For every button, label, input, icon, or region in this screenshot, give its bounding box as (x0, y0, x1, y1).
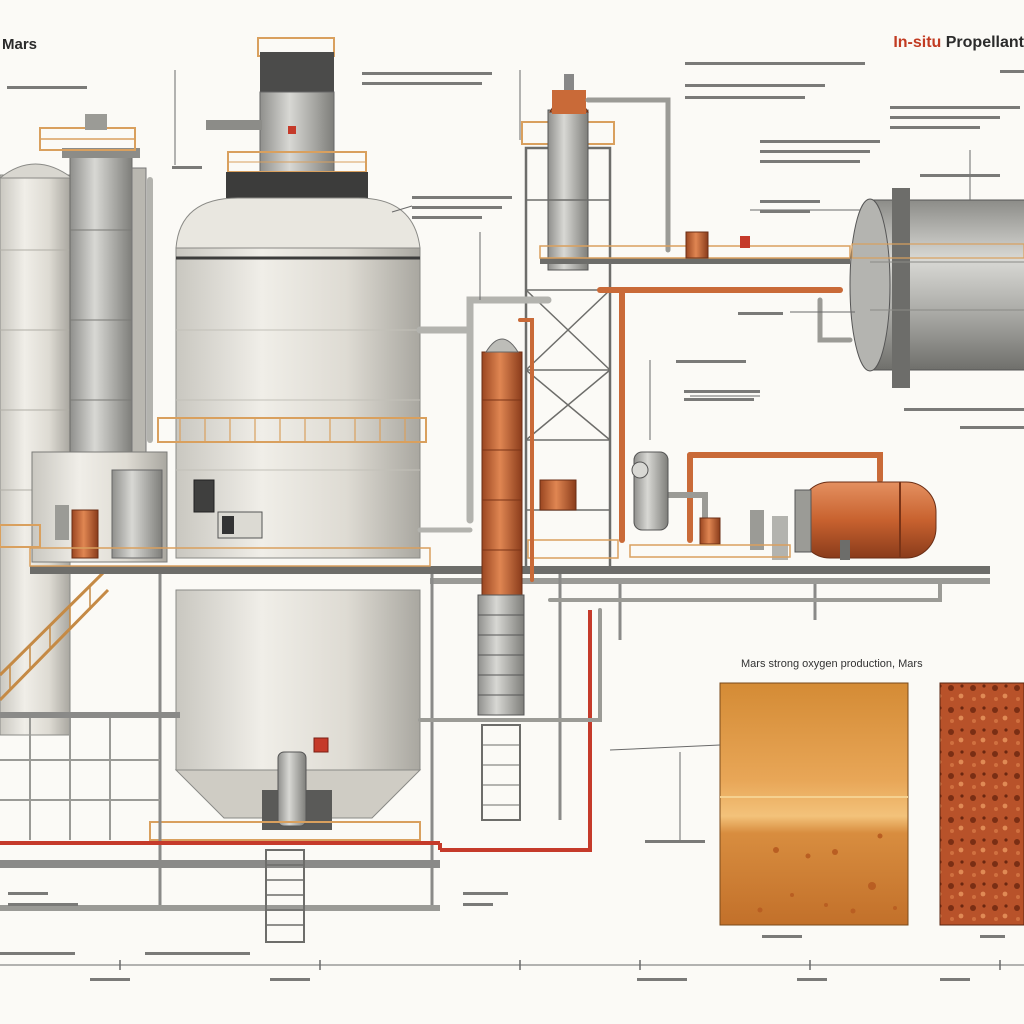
left-distillation-column (39, 114, 147, 529)
mars-surface-panel (719, 682, 909, 926)
pipe-network (147, 97, 942, 722)
control-panel-icon (193, 479, 215, 513)
mars-regolith-panel (939, 682, 1024, 926)
left-storage-tank (0, 163, 74, 736)
upper-gantry-walkway (539, 231, 851, 264)
separator-vessel (629, 451, 791, 560)
valve-icon (740, 236, 750, 248)
left-vessel-base (0, 451, 168, 563)
header-right-title: In-situ Propellant (893, 34, 1024, 52)
illegible-annotation-marks (0, 62, 1024, 981)
surface-panel-title: Mars strong oxygen production, Mars (741, 658, 923, 670)
header-left-title: Mars (2, 36, 38, 53)
left-staircase (0, 566, 110, 702)
copper-horizontal-tank (794, 481, 937, 560)
valve-icon (313, 737, 329, 753)
header-title-main: Propellant (941, 34, 1024, 51)
copper-reactor-column (477, 338, 525, 821)
header-title-accent: In-situ (893, 34, 942, 51)
main-reactor-vessel (149, 37, 427, 841)
horizontal-storage-drum (849, 188, 1024, 388)
steel-ladder-tower (521, 74, 619, 570)
gauge-icon (631, 461, 649, 479)
